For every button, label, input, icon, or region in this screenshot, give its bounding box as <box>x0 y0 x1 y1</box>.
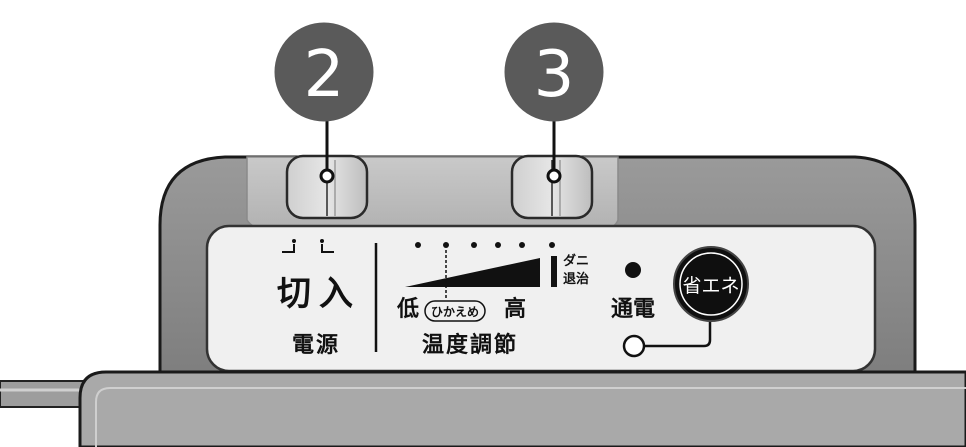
eco-button-ring <box>679 252 743 316</box>
low-label: 低 <box>396 297 419 322</box>
off-dot <box>292 239 296 243</box>
power-indicator: 通電 <box>611 262 655 322</box>
callout-3: 3 <box>504 22 604 184</box>
lower-housing <box>78 370 966 447</box>
off-position-icon <box>282 244 295 253</box>
on-position-icon <box>321 244 334 253</box>
eco-lamp <box>622 334 646 358</box>
mite-label-line2: 退治 <box>563 271 589 287</box>
high-label: 高 <box>504 296 526 322</box>
temperature-section: ダニ 退治 低 ひかえめ 高 温度調節 <box>396 242 589 358</box>
callout-2: 2 <box>274 22 374 184</box>
eco-mode: 省エネ <box>622 246 749 358</box>
eco-leader-line <box>645 318 712 348</box>
on-label: 入 <box>319 274 353 314</box>
indicator-lamp <box>625 262 641 278</box>
mite-label-line1: ダニ <box>563 253 589 269</box>
power-section: 切 入 電源 <box>277 239 353 358</box>
lower-housing-inner <box>95 387 966 447</box>
temperature-caption: 温度調節 <box>422 332 518 358</box>
temperature-step-dots <box>415 242 555 248</box>
on-dot <box>320 239 324 243</box>
modest-label: ひかえめ <box>431 305 479 319</box>
callout-number-2: 2 <box>304 38 345 112</box>
modest-badge <box>424 300 486 322</box>
callout-number-3: 3 <box>534 38 575 112</box>
temperature-ramp <box>405 258 540 287</box>
mite-bar <box>551 256 557 287</box>
eco-button[interactable] <box>673 246 749 322</box>
eco-button-label: 省エネ <box>682 275 739 297</box>
indicator-label: 通電 <box>611 297 655 322</box>
temperature-slider[interactable] <box>510 154 594 220</box>
off-label: 切 <box>277 274 311 314</box>
power-caption: 電源 <box>292 333 340 358</box>
